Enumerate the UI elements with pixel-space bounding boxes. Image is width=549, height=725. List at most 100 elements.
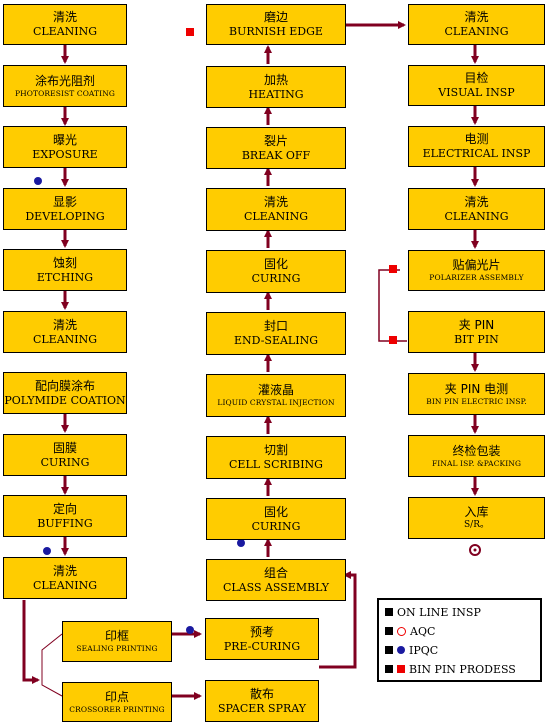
bin-square-icon bbox=[397, 665, 405, 673]
step-en: POLARIZER ASSEMBLY bbox=[429, 273, 524, 283]
step-c2-5: 固化 CURING bbox=[206, 250, 346, 293]
step-en: PHOTORESIST COATING bbox=[15, 88, 115, 98]
step-cn: 配向膜涂布 bbox=[34, 378, 95, 393]
step-cn: 预考 bbox=[249, 624, 274, 639]
step-en: END-SEALING bbox=[234, 334, 318, 348]
legend: ON LINE INSP AQC IPQC BIN PIN PRODESS bbox=[377, 598, 542, 682]
step-en: BIN PIN ELECTRIC INSP. bbox=[426, 396, 527, 406]
step-cn: 目检 bbox=[464, 71, 489, 86]
step-c3-1: 清洗 CLEANING bbox=[408, 4, 545, 45]
step-cn: 固膜 bbox=[52, 440, 77, 455]
step-c3-5: 贴偏光片 POLARIZER ASSEMBLY bbox=[408, 250, 545, 291]
fork-line bbox=[41, 633, 63, 697]
step-cn: 贴偏光片 bbox=[452, 258, 501, 273]
step-en: SEALING PRINTING bbox=[76, 644, 158, 654]
step-en: PRE-CURING bbox=[223, 639, 301, 653]
step-c2-3: 裂片 BREAK OFF bbox=[206, 127, 346, 169]
step-c1-9: 定向 BUFFING bbox=[3, 495, 127, 537]
legend-online: ON LINE INSP bbox=[385, 604, 481, 620]
black-square-icon bbox=[385, 627, 393, 635]
step-en: CROSSORER PRINTING bbox=[69, 704, 165, 714]
step-c2-1: 磨边 BURNISH EDGE bbox=[206, 4, 346, 45]
step-sub-spacer: 散布 SPACER SPRAY bbox=[205, 680, 319, 722]
step-c3-9: 入库 S/R。 bbox=[408, 497, 545, 539]
step-cn: 入库 bbox=[464, 504, 489, 519]
bin-marker-3 bbox=[389, 336, 397, 344]
step-en: ETCHING bbox=[36, 270, 94, 284]
ipqc-dot-icon bbox=[397, 646, 405, 654]
legend-aqc: AQC bbox=[385, 623, 435, 639]
step-cn: 固化 bbox=[263, 504, 288, 519]
bin-marker-2 bbox=[389, 265, 397, 273]
step-en: CLEANING bbox=[444, 25, 509, 39]
step-sub-crossorer: 印点 CROSSORER PRINTING bbox=[62, 682, 172, 722]
step-en: CLEANING bbox=[32, 332, 98, 346]
legend-bin: BIN PIN PRODESS bbox=[385, 661, 516, 677]
step-sub-precuring: 预考 PRE-CURING bbox=[205, 618, 319, 660]
step-en: BUFFING bbox=[37, 516, 93, 530]
aqc-circle-icon bbox=[397, 626, 406, 636]
step-en: CURING bbox=[251, 272, 301, 286]
step-c2-4: 清洗 CLEANING bbox=[206, 188, 346, 231]
step-en: BIT PIN bbox=[454, 332, 499, 346]
step-cn: 夹 PIN 电测 bbox=[444, 381, 509, 396]
legend-ipqc-label: IPQC bbox=[409, 643, 439, 657]
step-cn: 夹 PIN bbox=[458, 317, 495, 332]
rework-loop bbox=[378, 269, 407, 342]
step-cn: 裂片 bbox=[263, 133, 288, 148]
step-en: CLASS ASSEMBLY bbox=[222, 580, 330, 594]
legend-aqc-label: AQC bbox=[410, 624, 436, 638]
step-en: DEVELOPING bbox=[25, 209, 105, 223]
aqc-circle-dot bbox=[473, 548, 477, 552]
step-c1-6: 清洗 CLEANING bbox=[3, 311, 127, 353]
step-cn: 加热 bbox=[263, 72, 288, 87]
ipqc-dot-4 bbox=[186, 626, 194, 634]
step-en: CURING bbox=[251, 519, 301, 533]
step-cn: 封口 bbox=[263, 319, 288, 334]
step-en: ELECTRICAL INSP bbox=[422, 147, 531, 161]
step-cn: 定向 bbox=[52, 501, 77, 516]
step-cn: 印点 bbox=[104, 689, 129, 704]
step-en: CURING bbox=[40, 455, 90, 469]
step-cn: 涂布光阻剂 bbox=[34, 73, 95, 88]
step-c2-6: 封口 END-SEALING bbox=[206, 312, 346, 355]
step-cn: 灌液晶 bbox=[257, 383, 294, 398]
step-en: EXPOSURE bbox=[32, 147, 98, 161]
legend-online-label: ON LINE INSP bbox=[397, 605, 481, 619]
step-cn: 固化 bbox=[263, 257, 288, 272]
step-cn: 曝光 bbox=[52, 132, 77, 147]
step-en: CLEANING bbox=[32, 578, 98, 592]
black-square-icon bbox=[385, 665, 393, 673]
step-en: HEATING bbox=[248, 87, 304, 101]
step-cn: 组合 bbox=[263, 565, 288, 580]
step-c3-6: 夹 PIN BIT PIN bbox=[408, 311, 545, 353]
arrow-subs-to-assembly bbox=[319, 571, 357, 669]
ipqc-dot-3 bbox=[237, 539, 245, 547]
step-en: SPACER SPRAY bbox=[217, 701, 307, 715]
step-cn: 蚀刻 bbox=[52, 255, 77, 270]
step-c1-4: 显影 DEVELOPING bbox=[3, 188, 127, 230]
step-c3-7: 夹 PIN 电测 BIN PIN ELECTRIC INSP. bbox=[408, 373, 545, 415]
step-cn: 清洗 bbox=[52, 563, 77, 578]
step-c3-3: 电测 ELECTRICAL INSP bbox=[408, 126, 545, 167]
step-c2-2: 加热 HEATING bbox=[206, 66, 346, 108]
ipqc-dot-1 bbox=[34, 177, 42, 185]
step-cn: 散布 bbox=[249, 686, 274, 701]
step-en: FINAL ISP. &PACKING bbox=[431, 458, 522, 468]
aqc-circle bbox=[469, 544, 481, 556]
step-cn: 切割 bbox=[263, 443, 288, 458]
step-c1-5: 蚀刻 ETCHING bbox=[3, 249, 127, 291]
step-c1-7: 配向膜涂布 POLYMIDE COATION bbox=[3, 372, 127, 414]
step-c2-10: 组合 CLASS ASSEMBLY bbox=[206, 559, 346, 601]
step-en: VISUAL INSP bbox=[438, 86, 515, 100]
step-c1-10: 清洗 CLEANING bbox=[3, 557, 127, 599]
step-cn: 终检包装 bbox=[452, 443, 501, 458]
step-en: S/R。 bbox=[464, 519, 489, 530]
step-en: BREAK OFF bbox=[241, 148, 311, 162]
step-c3-2: 目检 VISUAL INSP bbox=[408, 65, 545, 106]
bin-marker-1 bbox=[186, 28, 194, 36]
step-en: CLEANING bbox=[444, 209, 509, 223]
arrow-c1-to-subs bbox=[22, 600, 40, 684]
step-cn: 清洗 bbox=[464, 194, 489, 209]
